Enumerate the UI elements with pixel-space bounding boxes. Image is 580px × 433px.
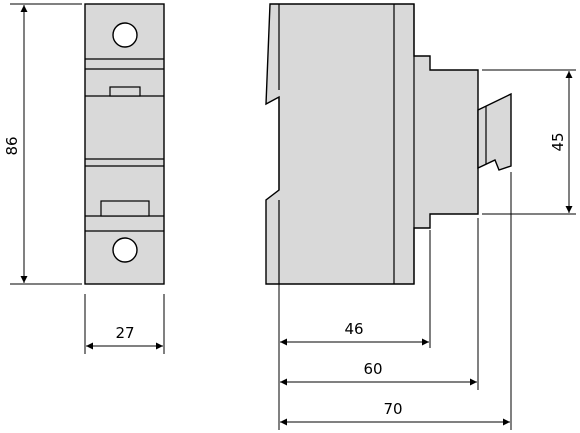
side-view [265,3,512,285]
side-view-body [265,3,479,285]
height-label: 86 [3,136,21,155]
bottom-screw-terminal [112,237,138,263]
front-view [84,3,165,285]
side-lever [477,92,512,171]
front-depth-label: 60 [363,360,382,378]
front-height-label: 45 [549,132,567,151]
toggle-lever [100,200,150,217]
height-dimension: 86 [3,3,82,285]
width-label: 27 [115,324,134,342]
front-height-dimension: 45 [482,69,576,215]
total-depth-label: 70 [383,400,402,418]
top-screw-terminal [112,22,138,48]
rail-depth-label: 46 [344,320,363,338]
depth-dimensions: 46 60 70 [278,172,512,430]
width-dimension: 27 [84,294,165,354]
upper-label-window [109,86,141,97]
